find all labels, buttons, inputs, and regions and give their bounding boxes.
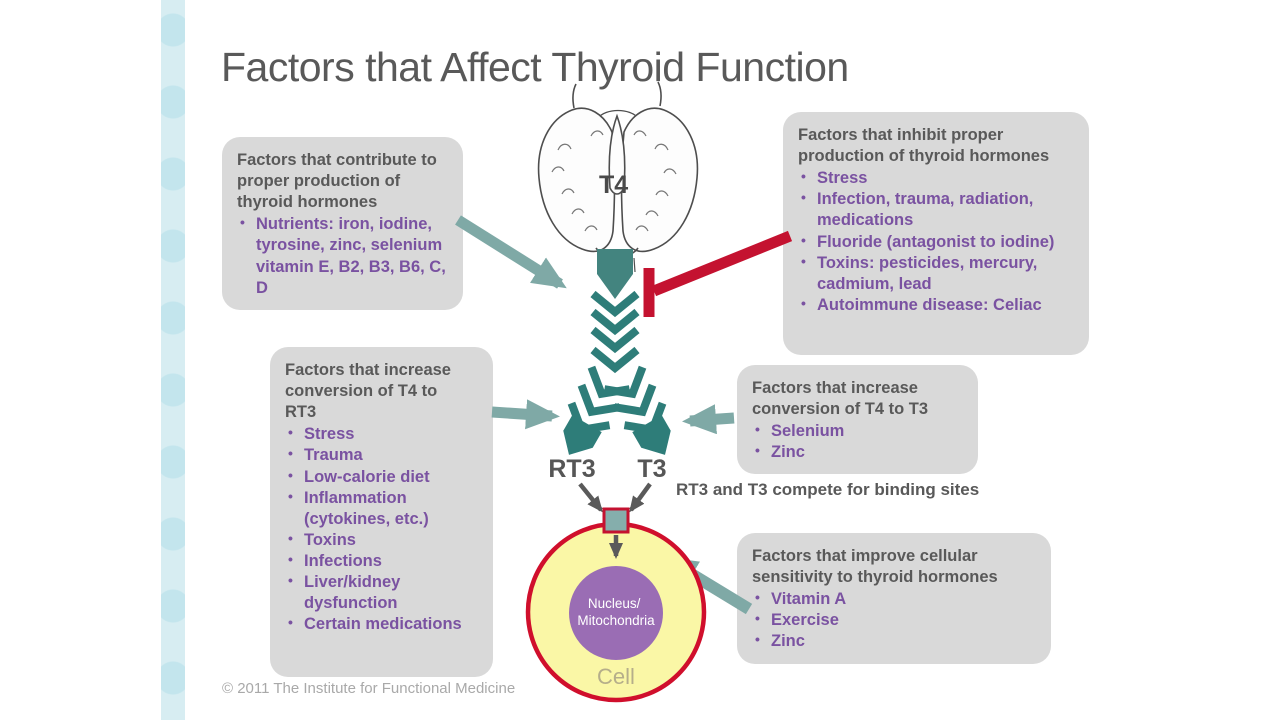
list-item: Inflammation (cytokines, etc.)	[285, 488, 478, 530]
list-item: Zinc	[752, 442, 963, 463]
t4-label: T4	[599, 171, 628, 199]
list-item: Infection, trauma, radiation, medication…	[798, 189, 1074, 231]
list-item: Low-calorie diet	[285, 467, 478, 488]
nucleus	[569, 566, 663, 660]
receptor-site	[602, 507, 630, 534]
list-item: Liver/kidney dysfunction	[285, 572, 478, 614]
cell-body	[525, 521, 707, 703]
t3-arrowhead	[632, 415, 671, 455]
t4-flow-chevrons	[590, 290, 640, 374]
list-item: Exercise	[752, 610, 1036, 631]
box-contribute: Factors that contribute to proper produc…	[222, 137, 463, 310]
rt3-arrowhead	[563, 415, 602, 455]
rt3-label: RT3	[548, 455, 595, 483]
box-increase-t3-header: Factors that increase conversion of T4 t…	[752, 379, 929, 419]
box-inhibit-list: Stress Infection, trauma, radiation, med…	[798, 168, 1074, 316]
t3-branch-chevrons	[603, 365, 667, 435]
box-increase-t3: Factors that increase conversion of T4 t…	[737, 365, 978, 475]
contribute-arrow	[455, 215, 567, 289]
box-inhibit: Factors that inhibit proper production o…	[783, 112, 1089, 355]
box-inhibit-header: Factors that inhibit proper production o…	[798, 126, 1050, 166]
cell-label: Cell	[597, 664, 635, 689]
nucleus-label: Nucleus/ Mitochondria	[577, 596, 655, 628]
page-title: Factors that Affect Thyroid Function	[221, 44, 849, 90]
list-item: Stress	[798, 168, 1074, 189]
list-item: Fluoride (antagonist to iodine)	[798, 232, 1074, 253]
box-sensitivity-list: Vitamin A Exercise Zinc	[752, 589, 1036, 652]
decorative-side-strip	[161, 0, 185, 720]
rt3-branch-chevrons	[567, 365, 631, 435]
list-item: Selenium	[752, 421, 963, 442]
box-increase-rt3-list: Stress Trauma Low-calorie diet Inflammat…	[285, 424, 478, 635]
compete-note: RT3 and T3 compete for binding sites	[676, 480, 980, 499]
list-item: Zinc	[752, 631, 1036, 652]
t3-binding-arrow	[629, 482, 652, 513]
box-increase-rt3: Factors that increase conversion of T4 t…	[270, 347, 493, 677]
increase-t3-arrow	[682, 404, 735, 435]
list-item: Stress	[285, 424, 478, 445]
box-sensitivity: Factors that improve cellular sensitivit…	[737, 533, 1051, 664]
box-increase-t3-list: Selenium Zinc	[752, 421, 963, 463]
box-contribute-header: Factors that contribute to proper produc…	[237, 151, 437, 212]
list-item: Nutrients: iron, iodine, tyrosine, zinc,…	[237, 214, 448, 298]
rt3-binding-arrow	[578, 482, 603, 513]
t4-release-arrow	[597, 249, 633, 299]
list-item: Infections	[285, 551, 478, 572]
list-item: Toxins: pesticides, mercury, cadmium, le…	[798, 253, 1074, 295]
list-item: Vitamin A	[752, 589, 1036, 610]
t3-label: T3	[637, 455, 666, 483]
list-item: Toxins	[285, 530, 478, 551]
inhibit-blocker	[643, 230, 793, 317]
copyright-text: © 2011 The Institute for Functional Medi…	[222, 680, 516, 697]
list-item: Certain medications	[285, 614, 478, 635]
list-item: Trauma	[285, 445, 478, 466]
box-increase-rt3-header: Factors that increase conversion of T4 t…	[285, 361, 451, 422]
box-sensitivity-header: Factors that improve cellular sensitivit…	[752, 547, 998, 587]
box-contribute-list: Nutrients: iron, iodine, tyrosine, zinc,…	[237, 214, 448, 298]
thyroid-gland-illustration: T4	[537, 81, 699, 273]
increase-rt3-arrow	[491, 399, 560, 430]
list-item: Autoimmune disease: Celiac	[798, 295, 1074, 316]
